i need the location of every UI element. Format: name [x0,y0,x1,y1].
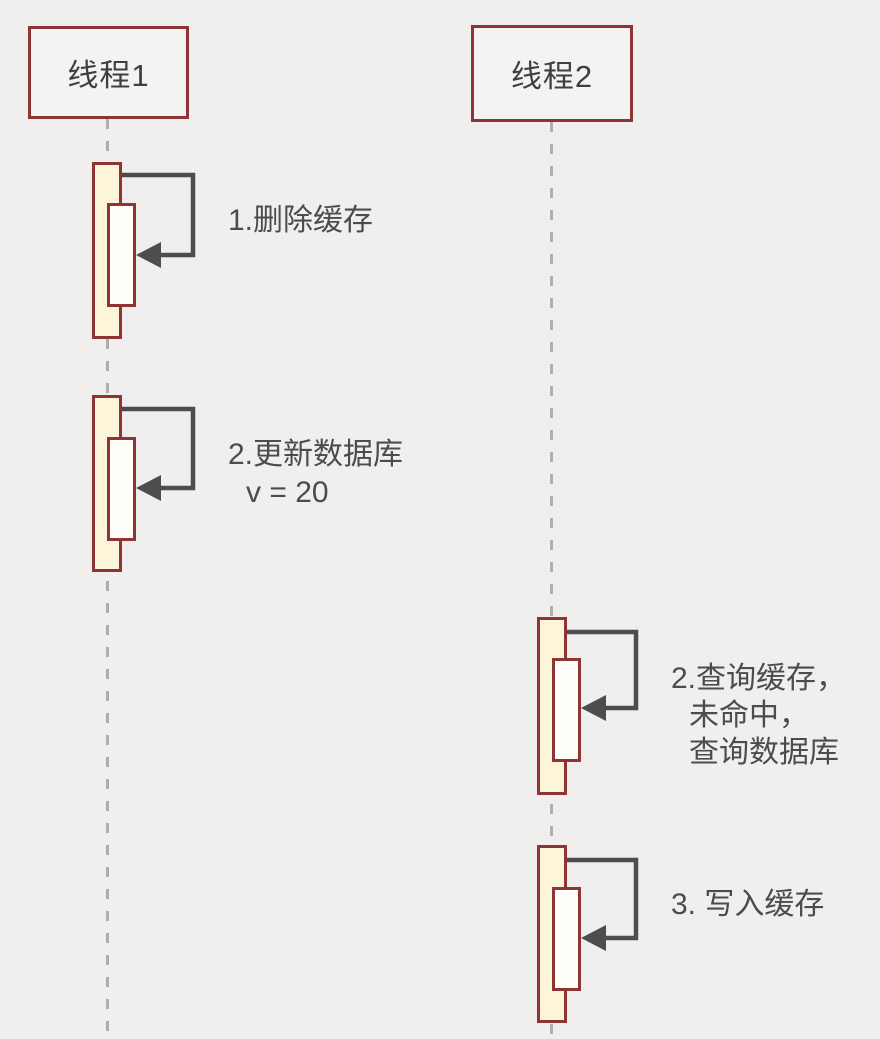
message-label-line: 未命中， [689,699,809,732]
actor-label-thread2: 线程2 [510,59,594,94]
message-label-4: 3. 写入缓存 [671,886,824,924]
nested-activation-bar-thread2-msg2 [552,887,581,991]
lifeline-thread1 [106,119,109,1039]
nested-activation-bar-thread2-msg1 [552,658,581,762]
message-label-2: 2.更新数据库 v = 20 [228,436,403,512]
lifeline-thread2 [550,122,553,1039]
message-label-line: 1.删除缓存 [228,204,374,237]
actor-label-thread1: 线程1 [67,58,150,93]
actor-box-thread1: 线程1 [28,26,189,119]
arrowhead-icon [581,925,606,951]
actor-box-thread2: 线程2 [471,25,633,122]
message-label-line: 查询数据库 [689,736,839,769]
message-label-line: 2.更新数据库 [228,438,404,471]
nested-activation-bar-thread1-msg2 [107,437,136,541]
message-label-line: v = 20 [246,476,329,509]
message-label-3: 2.查询缓存， 未命中， 查询数据库 [671,660,846,771]
message-label-line: 3. 写入缓存 [671,888,825,921]
arrowhead-icon [136,242,161,268]
arrowhead-icon [581,695,606,721]
arrowhead-icon [136,475,161,501]
nested-activation-bar-thread1-msg1 [107,203,136,307]
message-label-1: 1.删除缓存 [228,202,373,240]
message-label-line: 2.查询缓存， [671,662,847,695]
